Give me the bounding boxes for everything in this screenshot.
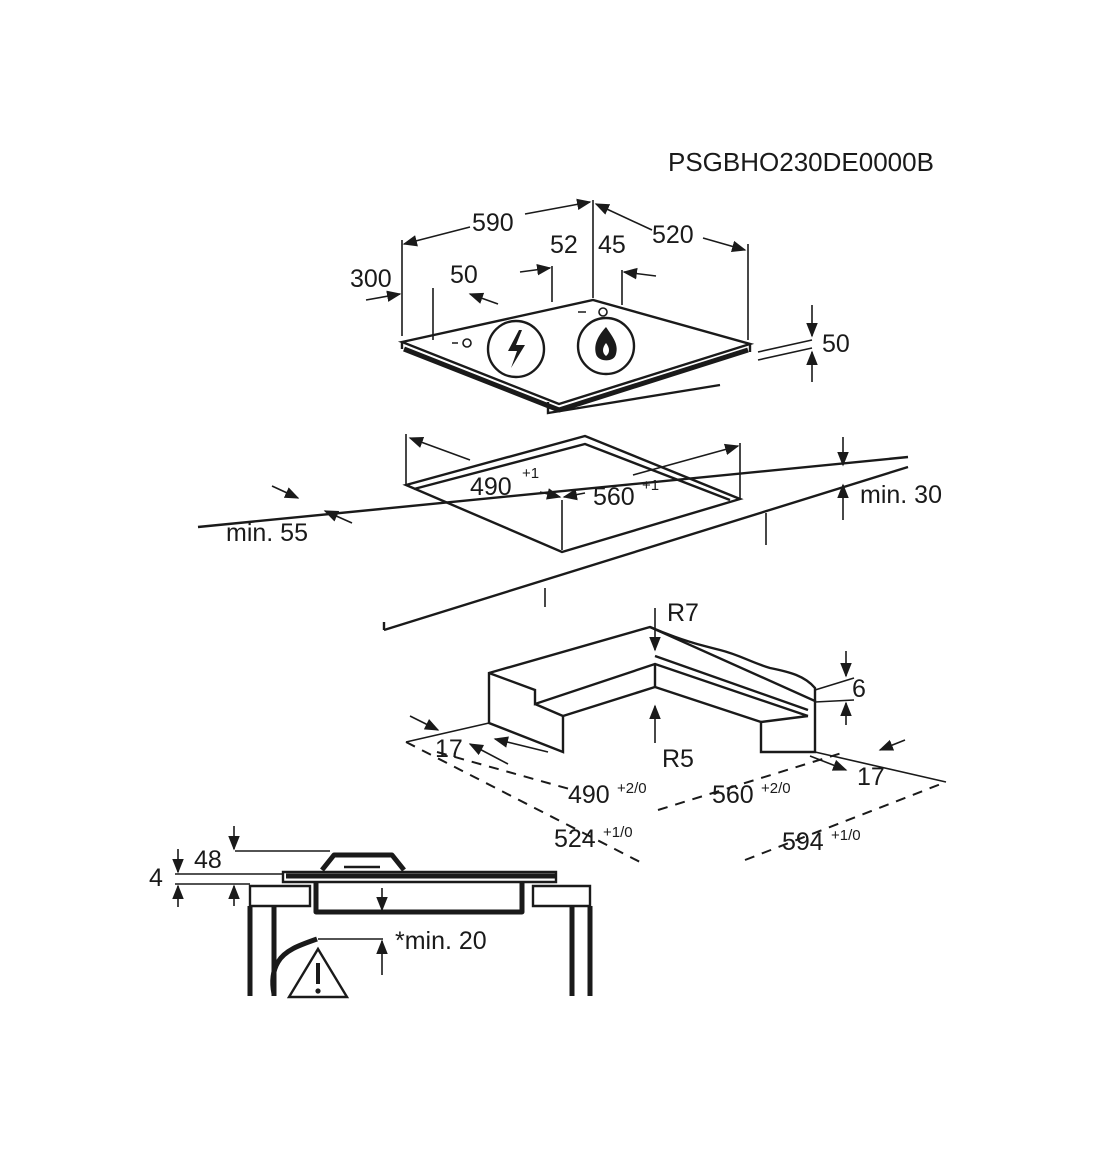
lightning-icon [486,319,546,379]
connection-a-label: 52 [550,231,578,259]
min-wall-label: min. 30 [860,481,942,509]
svg-text:+1: +1 [522,465,539,482]
edge-left-label: 17 [435,735,463,763]
hob-depth-label: 520 [652,221,694,249]
radius-top-label: R7 [667,599,699,627]
svg-text:+1/0: +1/0 [603,824,633,841]
section-drawing: 48 4 *min. 20 [149,826,593,999]
step-label: 6 [852,675,866,703]
min-front-label: min. 55 [226,519,308,547]
left-connection-label: 50 [450,261,478,289]
hob-height-label: 50 [822,330,850,358]
hob-drawing: 590 520 52 45 300 50 50 [350,198,850,415]
hob-width-label: 590 [472,209,514,237]
warning-triangle-icon [286,946,350,999]
outer-depth-label: 524 [554,825,596,853]
inner-depth-label: 490 [568,781,610,809]
flame-icon [576,316,636,376]
cutout-width-label: 560 [593,483,635,511]
svg-text:+1/0: +1/0 [831,827,861,844]
top-height-label: 4 [149,864,163,892]
svg-text:+1: +1 [642,477,659,494]
knob-left [462,338,472,348]
svg-text:+2/0: +2/0 [761,780,791,797]
cutout-depth-label: 490 [470,473,512,501]
inner-width-label: 560 [712,781,754,809]
left-offset-label: 300 [350,265,392,293]
edge-right-label: 17 [857,763,885,791]
outer-width-label: 594 [782,828,824,856]
rebate-drawing: R7 R5 6 17 17 490 +2/0 560 +2/0 524 +1/0… [405,599,947,863]
connection-b-label: 45 [598,231,626,259]
clearance-label: *min. 20 [395,927,487,955]
svg-text:+2/0: +2/0 [617,780,647,797]
worktop-cutout-drawing: 490 +1 560 +1 min. 55 min. 30 [197,434,942,632]
total-height-label: 48 [194,846,222,874]
document-code: PSGBHO230DE0000B [668,147,934,177]
knob-right [598,307,608,317]
radius-bottom-label: R5 [662,745,694,773]
